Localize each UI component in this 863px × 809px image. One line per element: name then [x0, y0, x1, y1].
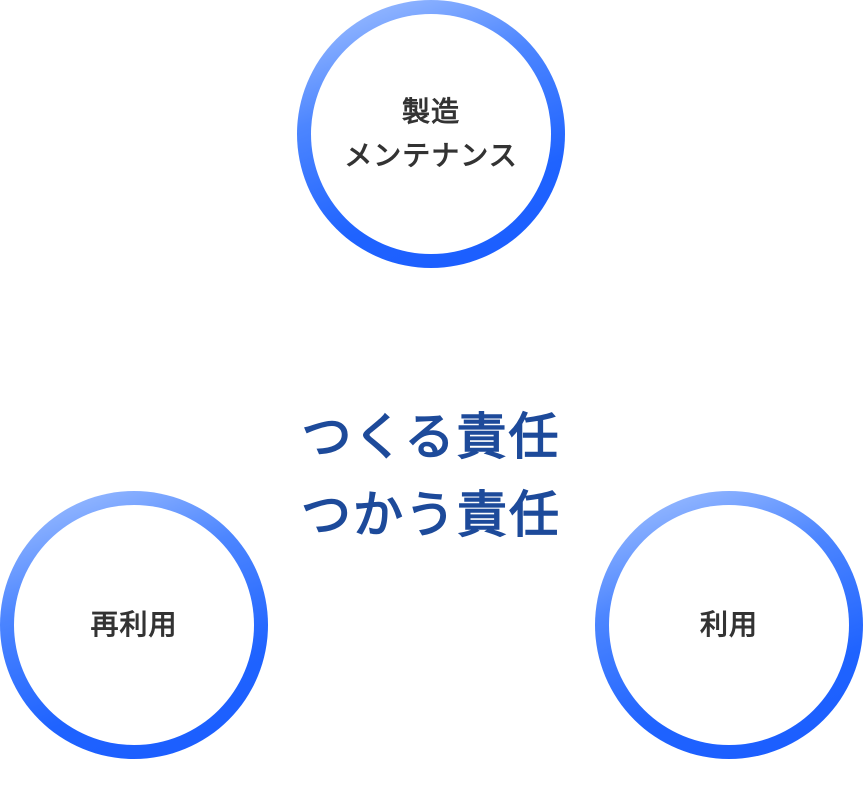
node-inner: 再利用 — [14, 505, 254, 745]
node-label: 利用 — [699, 608, 758, 641]
node-manufacturing-maintenance: 製造 メンテナンス — [297, 0, 565, 268]
node-label-line1: 製造 — [401, 95, 460, 128]
center-title-line2: つかう責任 — [301, 486, 561, 544]
node-inner: 利用 — [609, 505, 849, 745]
center-title: つくる責任 つかう責任 — [231, 398, 631, 554]
node-label: 再利用 — [90, 608, 178, 641]
node-inner: 製造 メンテナンス — [311, 14, 551, 254]
node-label-line2: メンテナンス — [344, 139, 518, 172]
node-reuse: 再利用 — [0, 491, 268, 759]
center-title-line1: つくる責任 — [301, 408, 561, 466]
node-use: 利用 — [595, 491, 863, 759]
